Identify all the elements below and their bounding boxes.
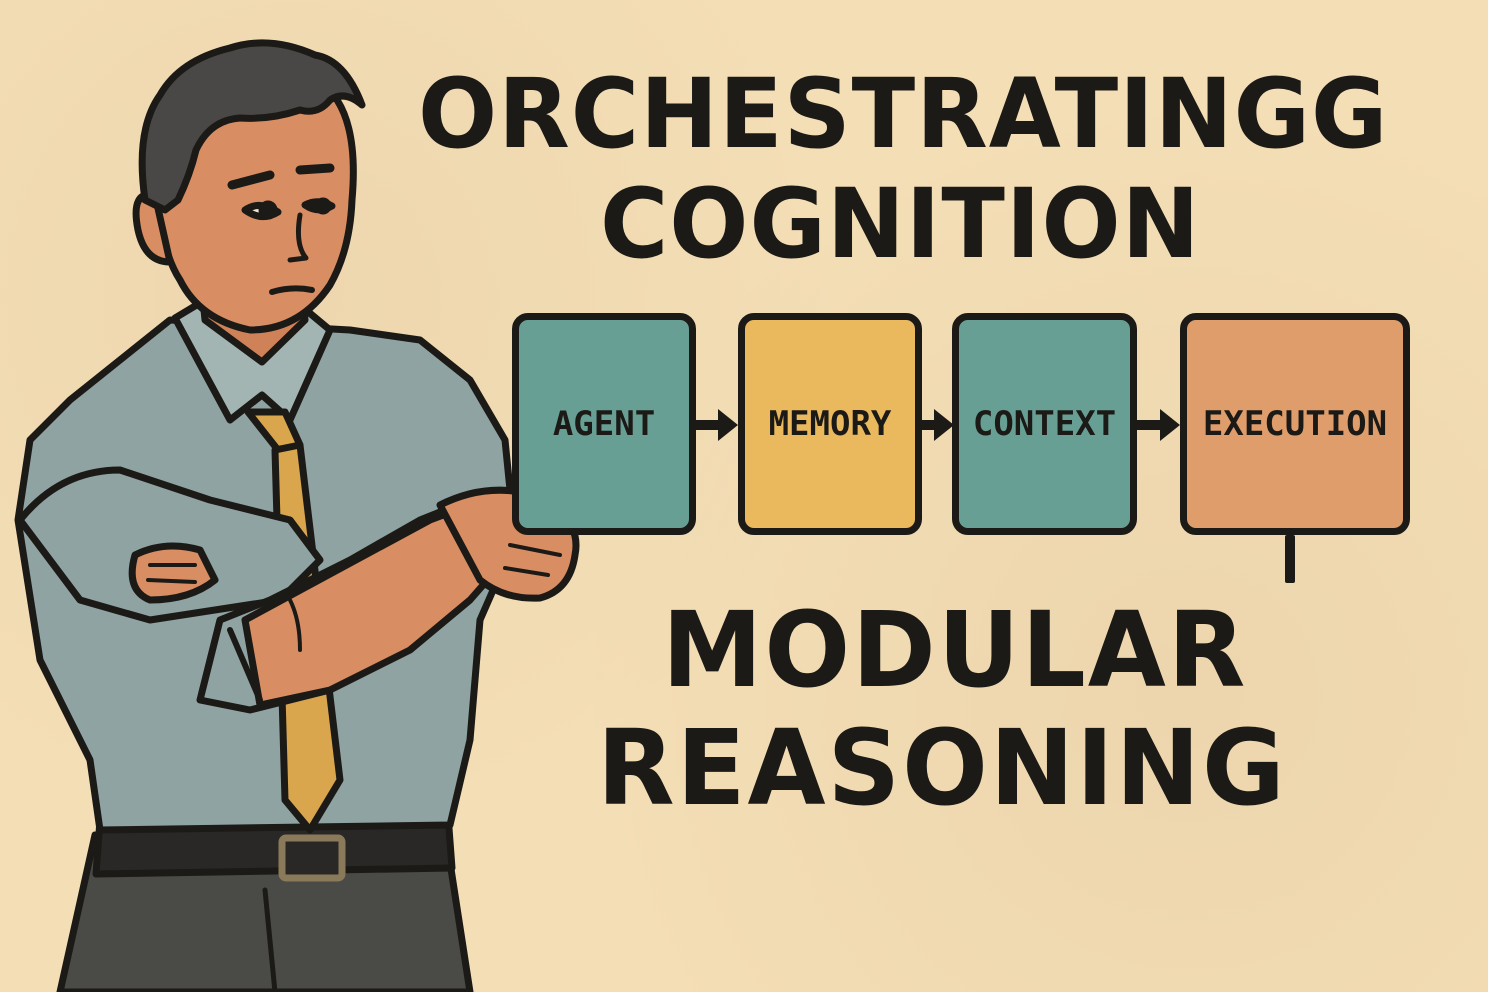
subtitle-line-2: REASONING bbox=[597, 707, 1287, 829]
stage-box-execution: EXECUTION bbox=[1180, 313, 1410, 535]
connector-line bbox=[1285, 535, 1295, 583]
stage-label-context: CONTEXT bbox=[972, 404, 1117, 444]
stage-label-memory: MEMORY bbox=[768, 404, 892, 444]
stage-box-agent: AGENT bbox=[512, 313, 696, 535]
title-line-2: COGNITION bbox=[600, 168, 1201, 280]
title-line-1: ORCHESTRATINGG bbox=[418, 58, 1389, 170]
subtitle-line-1: MODULAR bbox=[662, 589, 1248, 711]
arrow-right-icon bbox=[916, 409, 954, 441]
stage-label-agent: AGENT bbox=[552, 404, 656, 444]
stage-box-context: CONTEXT bbox=[952, 313, 1137, 535]
person-pointing-icon bbox=[14, 39, 600, 992]
arrow-right-icon bbox=[694, 409, 738, 441]
arrow-right-icon bbox=[1134, 409, 1180, 441]
stage-label-execution: EXECUTION bbox=[1202, 404, 1388, 444]
stage-box-memory: MEMORY bbox=[738, 313, 922, 535]
